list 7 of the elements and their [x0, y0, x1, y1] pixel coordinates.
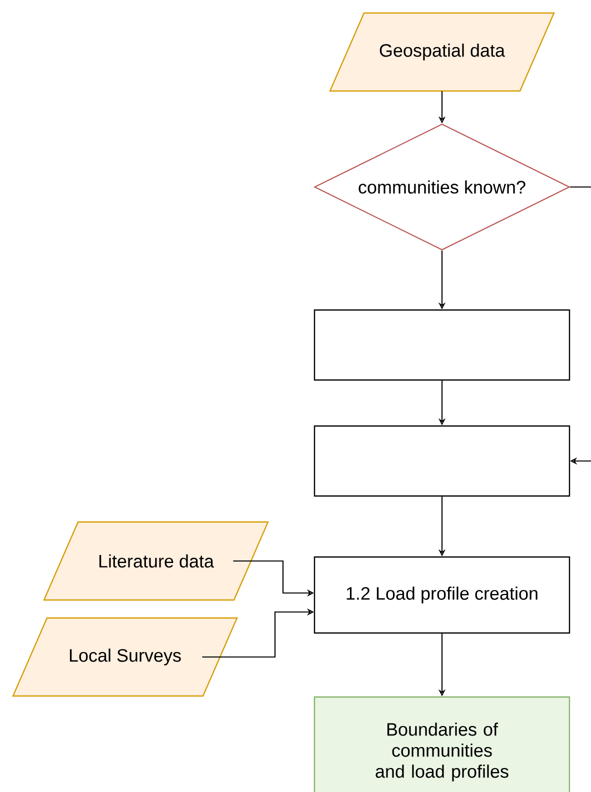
input-parallelogram: Geospatial data: [329, 12, 555, 92]
process-box: [314, 425, 570, 497]
process-box: [314, 309, 570, 381]
output-box: Boundaries of communities and load profiles: [314, 696, 570, 792]
input-parallelogram: Local Surveys: [12, 617, 238, 697]
input-parallelogram: Literature data: [43, 521, 269, 601]
process-box: 1.2 Load profile creation: [314, 556, 570, 634]
